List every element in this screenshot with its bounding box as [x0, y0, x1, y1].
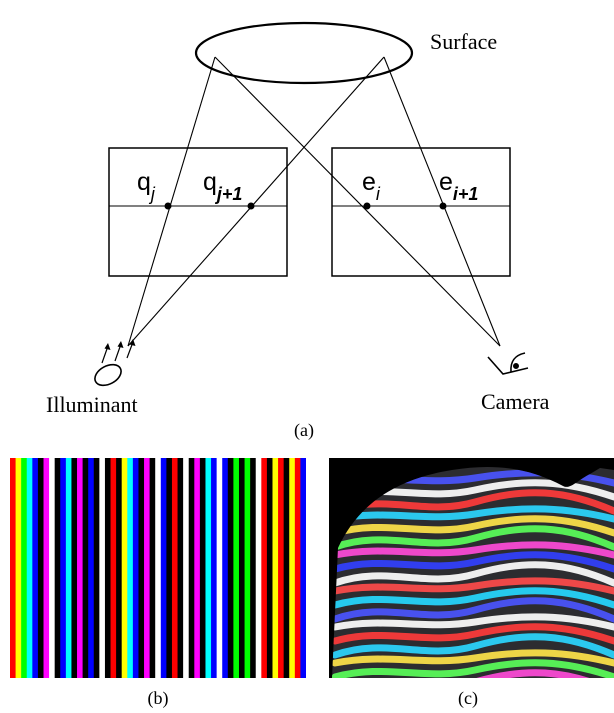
- stripe: [21, 458, 28, 678]
- stripe: [166, 458, 173, 678]
- face-stripe: [332, 669, 614, 678]
- label-qj: qj: [137, 168, 156, 204]
- face-stripe: [332, 587, 614, 609]
- stripe: [132, 458, 139, 678]
- face-stripe: [332, 525, 614, 551]
- stripe: [250, 458, 257, 678]
- face-stripe: [332, 515, 614, 537]
- point-ei1: [439, 202, 447, 210]
- face-stripe: [332, 505, 614, 523]
- stripe: [32, 458, 39, 678]
- caption-a: (a): [294, 420, 314, 441]
- surface-label: Surface: [430, 29, 497, 54]
- stripe: [278, 458, 285, 678]
- face-stripe: [332, 577, 614, 595]
- stripe: [138, 458, 145, 678]
- face-stripe: [332, 659, 614, 678]
- stripe: [171, 458, 178, 678]
- stripe: [289, 458, 296, 678]
- panel-b: (b): [10, 458, 306, 709]
- ray-camera-ei1: [383, 56, 501, 347]
- projected-face-image: [332, 466, 614, 678]
- illuminant-label: Illuminant: [46, 392, 138, 417]
- stripe: [238, 458, 245, 678]
- camera-image-plane: [331, 147, 511, 277]
- stripe: [211, 458, 218, 678]
- stripe: [160, 458, 167, 678]
- stripe: [54, 458, 61, 678]
- stripe: [233, 458, 240, 678]
- stripe: [294, 458, 301, 678]
- face-stripe: [332, 597, 614, 623]
- stripe: [10, 458, 16, 678]
- face-stripe: [332, 649, 614, 667]
- face-stripe: [332, 623, 614, 645]
- stripe: [93, 458, 100, 678]
- stripe: [116, 458, 123, 678]
- stripe: [216, 458, 223, 678]
- face-stripe: [332, 541, 614, 559]
- label-ei: ei: [362, 168, 381, 204]
- stripe: [155, 458, 162, 678]
- ray-illuminant-qj1: [127, 56, 385, 347]
- camera-label: Camera: [481, 389, 550, 414]
- stripe: [82, 458, 89, 678]
- stripe: [227, 458, 234, 678]
- camera-eye-icon: [487, 352, 529, 375]
- stripe: [37, 458, 44, 678]
- stripe: [77, 458, 84, 678]
- ray-illuminant-qj: [127, 56, 216, 347]
- stripe-pattern-b: [10, 458, 306, 678]
- stripe: [261, 458, 268, 678]
- stripe: [272, 458, 279, 678]
- stripe: [266, 458, 273, 678]
- face-stripe: [332, 561, 614, 587]
- face-stripe: [332, 633, 614, 659]
- stripe: [183, 458, 190, 678]
- stripe: [188, 458, 195, 678]
- stripe: [104, 458, 111, 678]
- point-ei: [363, 202, 371, 210]
- stripe: [15, 458, 22, 678]
- stripe: [88, 458, 95, 678]
- stripe: [199, 458, 206, 678]
- stripe: [43, 458, 50, 678]
- face-stripe: [332, 613, 614, 631]
- stripe: [144, 458, 151, 678]
- stripe: [127, 458, 134, 678]
- stripe: [283, 458, 290, 678]
- caption-c: (c): [458, 688, 478, 709]
- stripe: [149, 458, 156, 678]
- point-qj1: [247, 202, 255, 210]
- stripe: [300, 458, 306, 678]
- stripe: [71, 458, 78, 678]
- stripe: [244, 458, 251, 678]
- panel-c: (c): [329, 458, 614, 709]
- stripe: [255, 458, 262, 678]
- stripe: [60, 458, 67, 678]
- point-qj: [164, 202, 172, 210]
- caption-b: (b): [148, 688, 169, 709]
- stripe: [99, 458, 106, 678]
- stripe: [65, 458, 72, 678]
- stripe: [26, 458, 33, 678]
- stripe: [49, 458, 56, 678]
- panel-a: Surface qj qj+1 ei ei+1: [46, 21, 550, 441]
- stripe: [177, 458, 184, 678]
- stripe: [110, 458, 117, 678]
- surface-ellipse: [194, 21, 414, 85]
- label-ei1: ei+1: [439, 168, 478, 204]
- label-qj1: qj+1: [203, 168, 242, 204]
- illuminant-icon: [94, 339, 136, 387]
- face-stripe: [332, 551, 614, 573]
- face-stripe: [332, 489, 614, 515]
- stripe: [205, 458, 212, 678]
- stripe: [194, 458, 201, 678]
- stripe: [222, 458, 229, 678]
- stripe: [121, 458, 128, 678]
- projection-rays: [127, 56, 501, 347]
- ray-camera-ei: [214, 56, 501, 347]
- projector-image-plane: [108, 147, 288, 277]
